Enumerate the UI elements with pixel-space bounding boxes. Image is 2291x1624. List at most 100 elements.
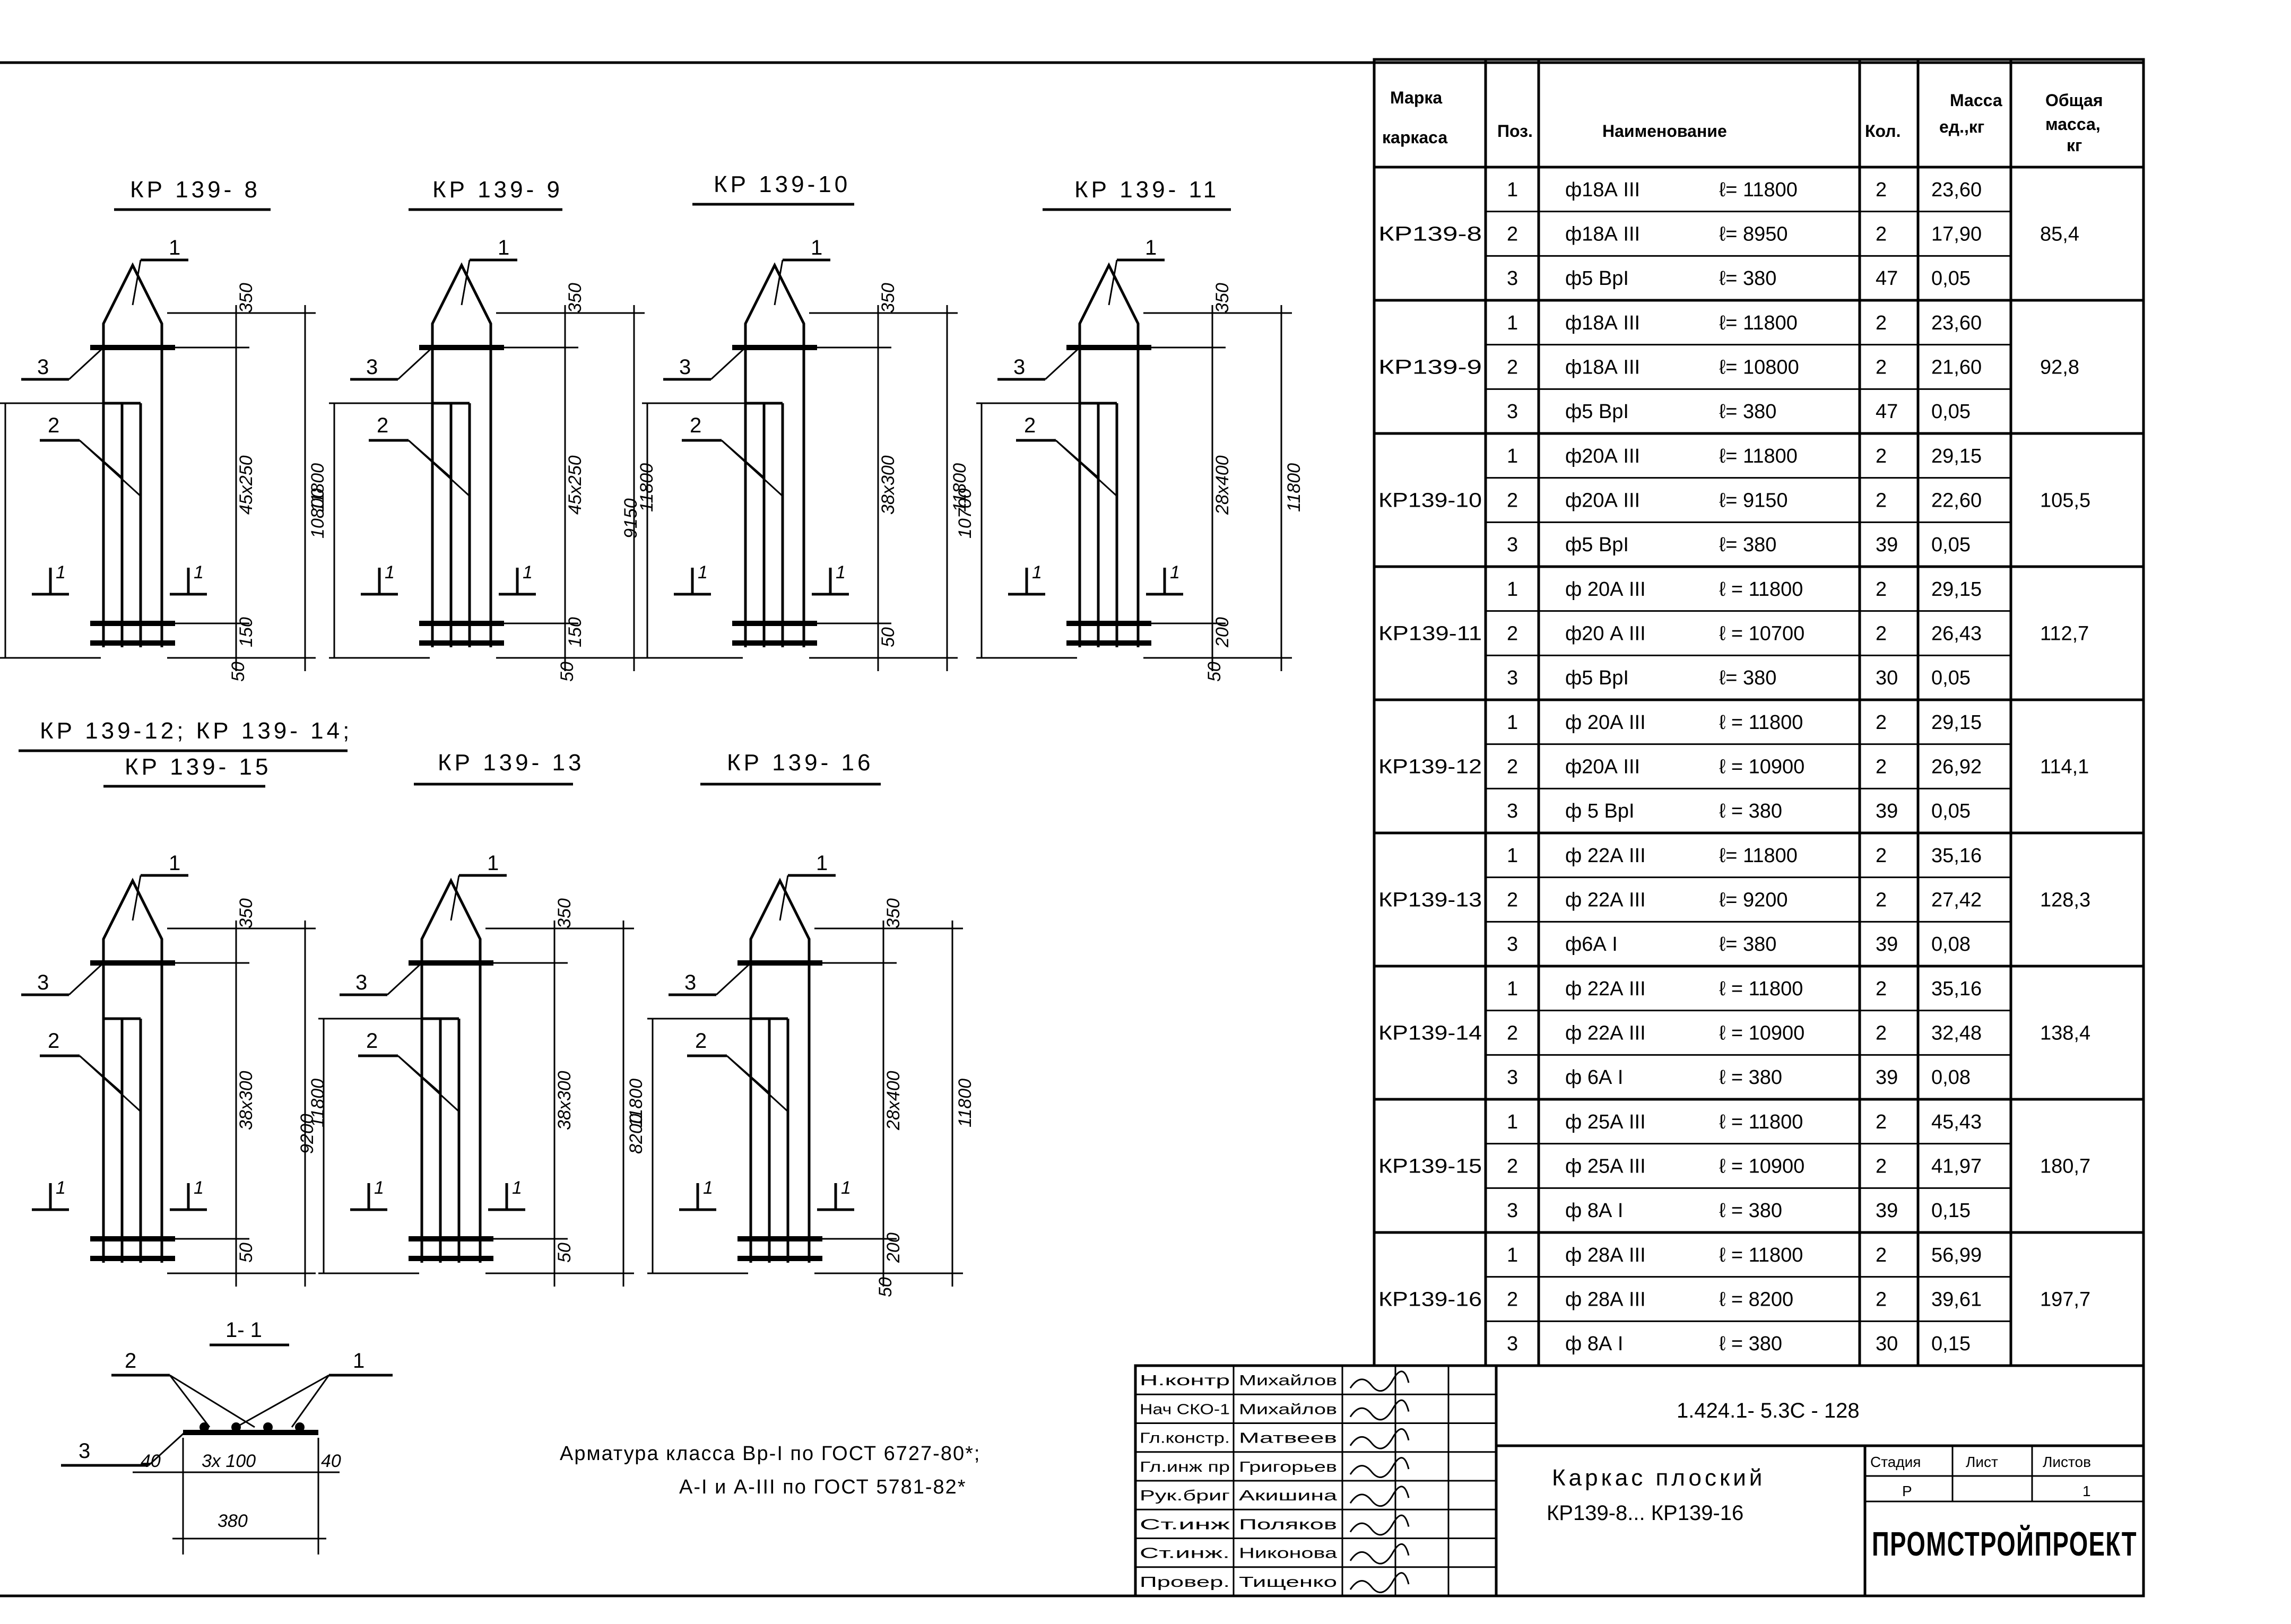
leader-pos-1 — [132, 875, 142, 921]
spec-bar-length: ℓ = 380 — [1719, 1200, 1782, 1222]
hdr-total-mass-3: кг — [2067, 136, 2082, 155]
section-bar-dot — [263, 1422, 273, 1432]
spec-mark: КР139-8 — [1378, 223, 1482, 246]
spec-bar-type: ф18А III — [1565, 312, 1640, 334]
spec-pos: 2 — [1507, 756, 1518, 778]
sheet-label: Лист — [1966, 1454, 1998, 1470]
label-pos-1: 1 — [169, 852, 180, 875]
signature-scribble — [1349, 1428, 1410, 1449]
dim-total-length: 11800 — [626, 1079, 646, 1127]
section-bar-dot — [295, 1422, 305, 1432]
section-1-1: 1- 1 2 1 3 40 3х 100 40 380 — [61, 1318, 393, 1554]
longitudinal-bar-pos-1 — [102, 262, 163, 647]
spec-quantity: 2 — [1876, 623, 1887, 645]
frame-drawings: 1321135045х2501180015050108001321135045х… — [0, 236, 1304, 1297]
dim-bottom: 50 — [554, 1243, 575, 1263]
spec-unit-mass: 21,60 — [1931, 357, 1982, 379]
spec-bar-type: ф 6А I — [1565, 1066, 1623, 1089]
spec-quantity: 39 — [1876, 534, 1898, 556]
spec-quantity: 2 — [1876, 312, 1887, 334]
hdr-name: Наименование — [1602, 121, 1727, 141]
spec-quantity: 47 — [1876, 267, 1898, 290]
spec-quantity: 2 — [1876, 889, 1887, 911]
role-label: Н.контр — [1140, 1372, 1230, 1388]
spec-pos: 1 — [1507, 179, 1518, 201]
dim-top: 350 — [883, 898, 904, 928]
spec-unit-mass: 29,15 — [1931, 445, 1982, 467]
spec-bar-type: ф 8А I — [1565, 1333, 1623, 1355]
label-pos-1: 1 — [498, 236, 509, 259]
signature-scribble — [1349, 1572, 1410, 1593]
spec-bar-type: ф5 ВрI — [1565, 534, 1629, 556]
label-pos-2: 2 — [695, 1029, 707, 1053]
spec-unit-mass: 22,60 — [1931, 490, 1982, 512]
caption-kp8: КР 139- 8 — [130, 177, 261, 203]
spec-pos: 1 — [1507, 445, 1518, 467]
spec-bar-type: ф18А III — [1565, 357, 1640, 379]
dim-left-length: 8200 — [626, 1114, 646, 1154]
section-pos-2: 2 — [125, 1349, 136, 1373]
leader-pos-1 — [779, 875, 789, 921]
signature-scribble — [1349, 1486, 1410, 1507]
person-name: Михайлов — [1239, 1401, 1337, 1417]
caption-kp12-14-line2: КР 139- 15 — [125, 754, 271, 780]
spec-pos: 1 — [1507, 845, 1518, 867]
spec-pos: 1 — [1507, 1244, 1518, 1266]
longitudinal-bar-pos-1 — [749, 878, 811, 1263]
drawing-title-line2: КР139-8... КР139-16 — [1547, 1501, 1743, 1525]
dim-bottom: 150 — [236, 617, 256, 647]
spec-bar-type: ф 25А III — [1565, 1111, 1646, 1133]
spec-bar-type: ф 5 ВрI — [1565, 800, 1635, 822]
person-name: Матвеев — [1239, 1430, 1337, 1446]
spec-unit-mass: 23,60 — [1931, 179, 1982, 201]
section-mark-label: 1 — [841, 1178, 851, 1198]
dim-end: 50 — [1204, 662, 1225, 682]
dim-top: 350 — [236, 898, 256, 928]
spec-pos: 2 — [1507, 1022, 1518, 1045]
spec-quantity: 2 — [1876, 845, 1887, 867]
label-pos-3: 3 — [37, 355, 49, 379]
label-pos-2: 2 — [366, 1029, 378, 1053]
spec-quantity: 2 — [1876, 445, 1887, 467]
spec-bar-length: ℓ = 8200 — [1719, 1289, 1793, 1311]
sheets-label: Листов — [2043, 1454, 2091, 1470]
spec-pos: 1 — [1507, 711, 1518, 734]
spec-bar-type: ф 28А III — [1565, 1289, 1646, 1311]
section-mark-label: 1 — [1170, 562, 1180, 583]
spec-bar-length: ℓ= 8950 — [1719, 223, 1788, 246]
spec-mark: КР139-13 — [1378, 889, 1482, 911]
section-mark-label: 1 — [523, 562, 533, 583]
dim-left-length: 9150 — [621, 498, 641, 539]
person-name: Михайлов — [1239, 1372, 1337, 1388]
spec-bar-type: ф5 ВрI — [1565, 401, 1629, 423]
signature-scribble — [1349, 1543, 1410, 1565]
spec-unit-mass: 0,15 — [1931, 1200, 1971, 1222]
spec-pos: 2 — [1507, 889, 1518, 911]
label-pos-2: 2 — [1024, 414, 1036, 437]
dim-total-length: 11800 — [950, 463, 970, 512]
label-pos-2: 2 — [690, 414, 701, 437]
person-name: Поляков — [1239, 1516, 1337, 1532]
spec-unit-mass: 0,05 — [1931, 401, 1971, 423]
spec-unit-mass: 0,08 — [1931, 1066, 1971, 1089]
stage-value: Р — [1902, 1483, 1912, 1499]
dim-total-length: 11800 — [308, 463, 328, 512]
leader-pos-2 — [79, 439, 142, 497]
leader-pos-2 — [1055, 439, 1118, 497]
leader-pos-3 — [68, 962, 105, 996]
dim-spacing: 28х400 — [1212, 455, 1233, 515]
spec-unit-mass: 56,99 — [1931, 1244, 1982, 1266]
spec-quantity: 2 — [1876, 1244, 1887, 1266]
role-label: Нач СКО-1 — [1140, 1401, 1230, 1417]
role-label: Гл.инж пр — [1140, 1458, 1230, 1475]
spec-bar-length: ℓ = 380 — [1719, 1066, 1782, 1089]
dim-top: 350 — [1212, 283, 1233, 313]
spec-bar-type: ф 20А III — [1565, 578, 1646, 601]
